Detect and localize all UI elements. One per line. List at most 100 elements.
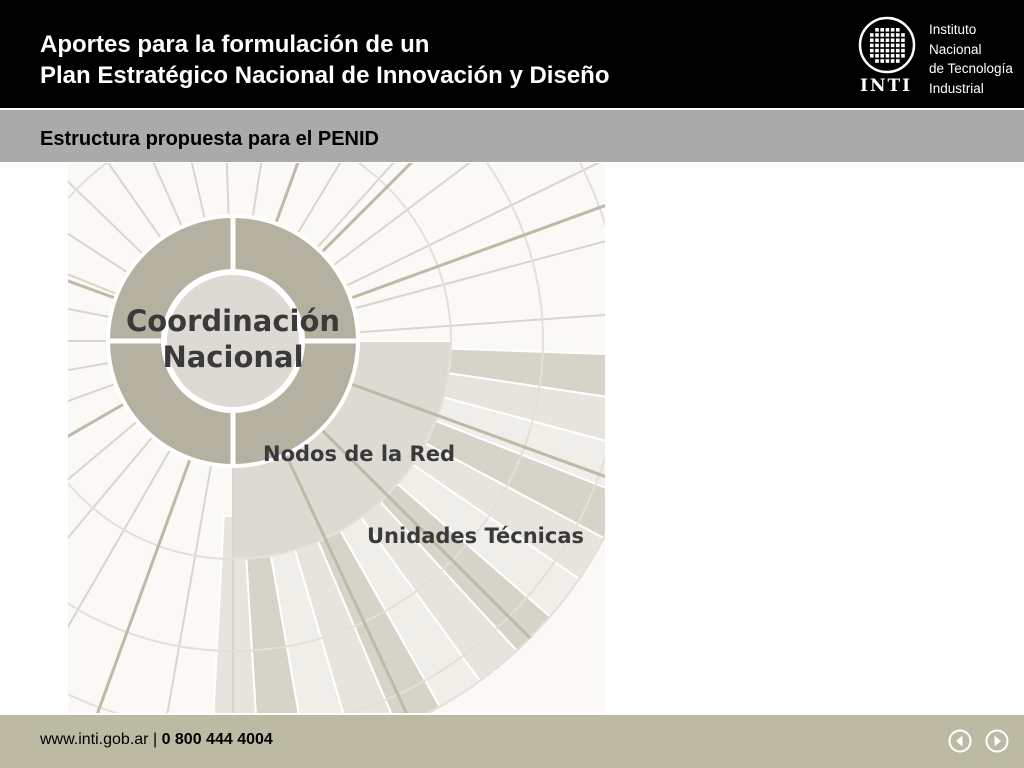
slide-subtitle: Estructura propuesta para el PENID [40,128,379,150]
logo-dot [870,48,874,53]
fan-ray [296,163,342,235]
fan-arc [68,163,452,560]
center-label-line-2: Nacional [162,340,303,374]
logo-dot [896,54,900,58]
inti-emblem-icon [858,16,916,74]
logo-dot [885,38,890,42]
logo-dot [901,43,905,48]
fan-spoke [349,382,605,478]
technical-units-label: Unidades Técnicas [367,524,584,548]
fan-ray [357,313,605,334]
penid-structure-diagram: Coordinación Nacional Nodos de la Red Un… [68,163,605,713]
logo-dot [885,59,890,63]
logo-dot [880,54,884,58]
logo-dot [870,43,874,48]
logo-dot [885,43,890,48]
fan-spoke [349,204,605,300]
arrow-right-circle-icon [985,729,1009,753]
fan-ray [332,163,471,267]
fan-spoke [284,453,409,713]
fan-spoke [68,279,117,300]
footer-separator: | [152,731,158,748]
header-bar [0,0,1024,108]
fan-ray [107,163,163,240]
logo-dot [901,38,905,42]
logo-dot [875,38,879,42]
subtitle-bar [0,110,1024,162]
fan-ray [68,180,144,255]
title-line-1: Aportes para la formulación de un [40,31,430,58]
logo-dot [875,43,879,48]
institution-name: Instituto Nacional de Tecnología Industr… [929,20,1013,98]
logo-dot [890,33,895,37]
logo-dot [880,43,884,48]
fan-ray [225,163,230,217]
logo-dot [896,59,900,63]
logo-dot [890,59,895,63]
logo-dot [896,38,900,42]
center-label-line-1: Coordinación [126,304,340,338]
logo-dot [880,33,884,37]
nodes-label: Nodos de la Red [263,442,455,466]
inti-wordmark: INTI [860,76,913,96]
fan-spoke [274,163,300,225]
fan-ray [315,163,395,249]
institution-line-1: Instituto [929,22,977,37]
fan-ray [68,382,116,403]
fan-spoke [96,457,192,713]
logo-dot [901,33,905,37]
logo-dot [875,28,879,32]
logo-dot [896,48,900,53]
fan-arc [68,163,544,652]
logo-dot [875,59,879,63]
logo-dot [896,28,900,32]
logo-dot [880,28,884,32]
logo-dot [880,48,884,53]
fan-ray [152,163,184,228]
footer-bar [0,715,1024,768]
fan-ray [353,240,605,310]
arrow-left-circle-icon [948,729,972,753]
logo-dot [885,54,890,58]
logo-dot [890,38,895,42]
fan-ray [68,448,172,629]
fan-ray [68,273,118,296]
logo-dot [870,38,874,42]
logo-dot [890,54,895,58]
fan-spoke [320,428,532,640]
logo-dot [901,54,905,58]
logo-dot [885,28,890,32]
logo-dot [890,48,895,53]
logo-dot [896,43,900,48]
logo-dot [885,33,890,37]
fan-ray [251,163,263,218]
logo-dot [901,48,905,53]
footer-phone: 0 800 444 4004 [161,731,273,748]
next-slide-button[interactable] [985,729,1009,753]
logo-dot [875,54,879,58]
logo-dot [880,38,884,42]
fan-ray [166,463,213,713]
institution-line-3: de Tecnología [929,61,1013,76]
fan-ray [68,420,138,481]
fan-ray [344,163,601,288]
fan-ray [68,232,129,274]
institution-line-4: Industrial [929,80,984,96]
logo-dot [870,54,874,58]
fan-spoke [320,163,414,254]
logo-dot [875,48,879,53]
logo-dot [896,33,900,37]
footer-contact: www.inti.gob.ar | 0 800 444 4004 [40,731,273,749]
institution-line-2: Nacional [929,41,982,57]
footer-url: www.inti.gob.ar [40,731,149,748]
title-line-2: Plan Estratégico Nacional de Innovación … [40,62,610,89]
logo-dot [870,33,874,37]
inti-logo: INTI Instituto Nacional de Tecnología In… [858,16,1018,100]
logo-dot [875,33,879,37]
fan-spoke [68,402,126,438]
fan-ray [68,436,154,540]
logo-dot [885,48,890,53]
fan-ray [190,163,206,220]
previous-slide-button[interactable] [948,729,972,753]
logo-dot [880,59,884,63]
